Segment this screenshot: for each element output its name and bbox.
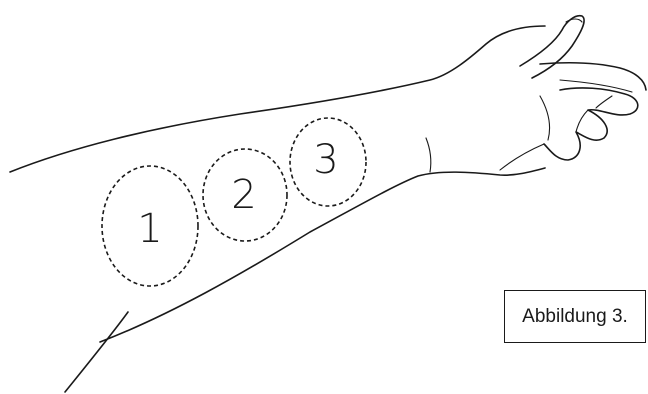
curled-fingers-outline — [544, 88, 638, 160]
palm-curve — [500, 144, 544, 170]
zone-3-number: 3 — [313, 137, 338, 183]
zone-2-number: 2 — [231, 172, 256, 218]
finger-crease-2 — [596, 96, 612, 108]
index-finger-outline — [540, 63, 646, 90]
wrist-crease — [426, 138, 431, 172]
index-finger-lower — [560, 80, 632, 92]
finger-crease-1 — [576, 110, 588, 132]
thumb-outline — [520, 16, 584, 78]
forearm-lower-outline — [100, 168, 545, 342]
figure-caption: Abbildung 3. — [504, 290, 646, 343]
elbow-line — [65, 312, 128, 392]
zone-1-number: 1 — [137, 206, 162, 252]
figure-caption-text: Abbildung 3. — [522, 306, 628, 328]
knuckle-line — [540, 96, 550, 140]
forearm-upper-outline — [10, 26, 545, 172]
